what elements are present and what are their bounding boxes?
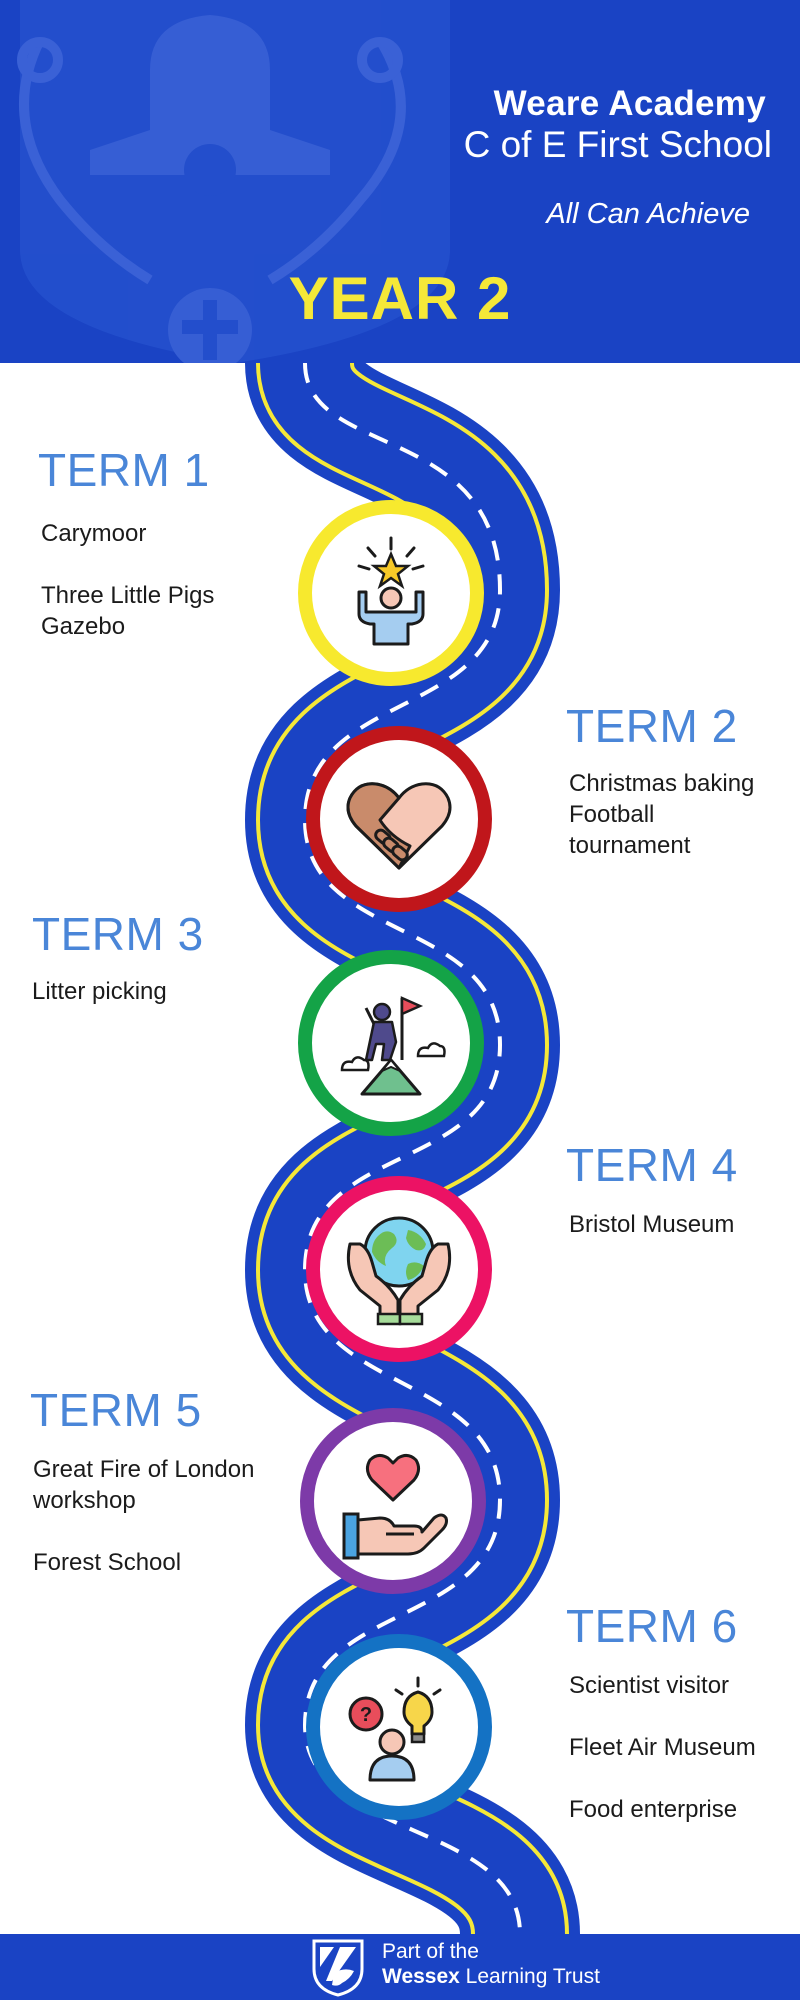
handshake-heart-icon (346, 782, 452, 870)
mountain-flag-climber-icon (340, 996, 446, 1096)
term-3-item-1: Litter picking (32, 978, 167, 1005)
bell-crest-watermark-icon (17, 0, 450, 363)
term-5-item-2: Forest School (33, 1549, 182, 1576)
school-subtitle: C of E First School (463, 124, 772, 165)
hands-holding-earth-icon (346, 1216, 452, 1326)
term-5-title: TERM 5 (30, 1384, 202, 1436)
term-2-badge (306, 726, 492, 912)
term-6-item-3: Food enterprise (569, 1796, 738, 1823)
term-5-badge (300, 1408, 486, 1594)
term-1-item-2: Three Little Pigs Gazebo (41, 582, 215, 640)
question-lightbulb-person-icon: ? (348, 1676, 442, 1782)
school-name: Weare Academy (493, 84, 766, 123)
header-banner: Weare Academy C of E First School All Ca… (0, 0, 800, 363)
footer-part-of: Part of the (382, 1940, 479, 1963)
term-3-badge (298, 950, 484, 1136)
wessex-dragon-shield-icon (312, 1939, 364, 1997)
footer-trust-rest: Learning Trust (459, 1965, 600, 1988)
term-6-block: TERM 6 Scientist visitor Fleet Air Museu… (566, 1602, 756, 1825)
term-3-title: TERM 3 (32, 908, 204, 960)
term-6-badge: ? (306, 1634, 492, 1820)
year-title: YEAR 2 (288, 265, 512, 332)
term-4-badge (306, 1176, 492, 1362)
term-1-badge (298, 500, 484, 686)
term-4-item-1: Bristol Museum (569, 1211, 735, 1238)
footer-trust-bold: Wessex (382, 1965, 460, 1988)
term-5-item-1: Great Fire of London workshop (33, 1456, 255, 1514)
footer-trust-name: Wessex Learning Trust (382, 1965, 600, 1989)
term-6-item-1: Scientist visitor (569, 1672, 730, 1699)
term-5-block: TERM 5 Great Fire of London workshop For… (30, 1386, 254, 1578)
term-2-title: TERM 2 (566, 700, 738, 752)
school-motto: All Can Achieve (546, 198, 750, 230)
term-1-item-1: Carymoor (41, 520, 147, 547)
term-4-block: TERM 4 Bristol Museum (566, 1141, 738, 1240)
term-6-item-2: Fleet Air Museum (569, 1734, 756, 1761)
footer-banner: Part of the Wessex Learning Trust (0, 1934, 800, 2000)
term-2-item-1: Christmas baking Football tournament (569, 770, 755, 859)
term-4-title: TERM 4 (566, 1139, 738, 1191)
achievement-star-person-icon (357, 536, 425, 646)
hand-holding-heart-icon (342, 1453, 448, 1560)
term-6-title: TERM 6 (566, 1600, 738, 1652)
term-1-block: TERM 1 Carymoor Three Little Pigs Gazebo (38, 446, 214, 642)
svg-text:?: ? (360, 1704, 372, 1726)
term-1-title: TERM 1 (38, 444, 210, 496)
term-3-block: TERM 3 Litter picking (32, 910, 204, 1007)
term-2-block: TERM 2 Christmas baking Football tournam… (566, 702, 754, 861)
